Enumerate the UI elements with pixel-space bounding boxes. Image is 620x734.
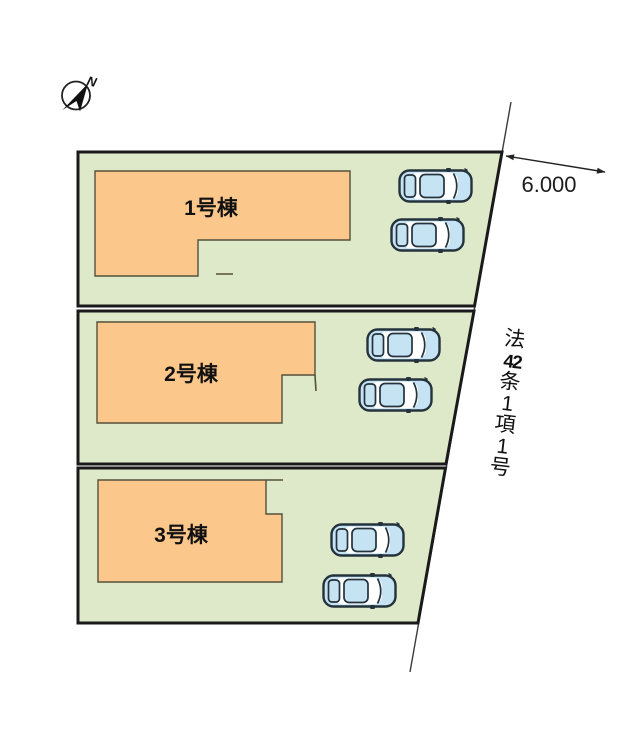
- road-designation-char: 号: [488, 454, 512, 481]
- car-icon: [398, 166, 473, 206]
- road-designation-char: 法: [503, 326, 527, 353]
- car-icon: [330, 520, 405, 560]
- road-designation-char: 条: [498, 369, 522, 395]
- plan-detail-line-2: [314, 374, 317, 392]
- north-needle-icon: [62, 83, 88, 112]
- road-width-dimension: 6.000: [505, 154, 606, 197]
- building-1: [94, 170, 351, 277]
- compass-circle-icon: [61, 80, 91, 111]
- road-width-label: 6.000: [521, 172, 576, 197]
- lot-3-label: 3号棟: [154, 523, 209, 547]
- lot-2-label: 2号棟: [164, 362, 219, 386]
- north-label: N: [85, 73, 98, 90]
- building-2: [96, 321, 316, 424]
- road-designation-char: 1: [500, 391, 515, 416]
- car-icon: [358, 375, 433, 415]
- car-icon: [390, 215, 465, 255]
- north-compass: N: [61, 73, 99, 112]
- road-width-arrow: [505, 154, 606, 174]
- car-icon: [366, 325, 441, 365]
- road-designation-char: 1: [495, 434, 510, 459]
- car-icon: [322, 571, 397, 611]
- lot-1-label: 1号棟: [184, 196, 239, 220]
- road-designation-char: 項: [493, 412, 517, 438]
